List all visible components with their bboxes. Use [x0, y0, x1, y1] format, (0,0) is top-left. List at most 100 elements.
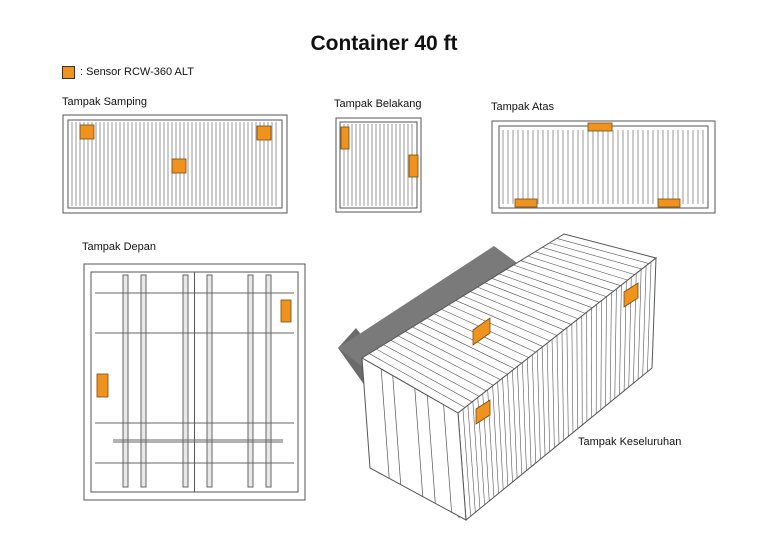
- side-rib: [546, 343, 550, 452]
- label-front-view: Tampak Depan: [82, 241, 156, 253]
- legend-text: : Sensor RCW-360 ALT: [80, 66, 194, 78]
- sensor-marker: [96, 373, 109, 398]
- side-rib: [571, 323, 574, 433]
- side-rib: [467, 405, 476, 513]
- lock-bar: [206, 274, 213, 488]
- sensor-marker: [256, 125, 272, 141]
- side-rib: [647, 261, 652, 372]
- top-view-diagram: [491, 120, 716, 214]
- sensor-marker: [171, 158, 187, 174]
- side-rib: [614, 288, 617, 399]
- lock-bar: [122, 274, 129, 488]
- rear-ribs: [343, 124, 413, 206]
- lock-bar: [247, 274, 254, 488]
- side-ribs: [71, 122, 277, 206]
- front-door-bars: [380, 368, 452, 513]
- sensor-marker: [79, 124, 95, 140]
- door-bar: [392, 375, 402, 485]
- roof-rib: [470, 291, 565, 331]
- lock-bar: [265, 274, 272, 488]
- roof-rib: [477, 286, 572, 325]
- roof-rib: [549, 242, 642, 270]
- roof-rib: [520, 260, 614, 292]
- sensor-marker: [587, 122, 613, 132]
- side-rib: [541, 347, 546, 456]
- label-overall-view: Tampak Keseluruhan: [578, 436, 682, 448]
- sensor-marker: [657, 198, 681, 208]
- side-rib: [531, 354, 537, 464]
- roof-rib: [498, 273, 593, 309]
- door-bar: [426, 395, 436, 504]
- label-rear-view: Tampak Belakang: [334, 98, 422, 110]
- label-top-view: Tampak Atas: [491, 101, 554, 113]
- side-rib: [561, 331, 564, 441]
- sensor-marker: [408, 154, 419, 178]
- side-rib: [609, 292, 612, 403]
- roof-rib: [405, 331, 501, 381]
- side-rib: [551, 339, 555, 448]
- roof-rib: [462, 295, 558, 336]
- side-rib: [492, 385, 499, 494]
- roof-rib: [419, 322, 515, 369]
- roof-rib: [506, 269, 600, 303]
- sensor-marker: [475, 399, 491, 425]
- side-inner-frame: [67, 119, 283, 209]
- sensor-marker: [514, 198, 538, 208]
- sensor-square-icon: [62, 65, 75, 79]
- side-rib: [600, 300, 602, 410]
- side-rib: [581, 316, 583, 426]
- side-rib: [517, 366, 523, 475]
- lock-bar: [182, 274, 189, 488]
- side-rib: [536, 350, 541, 460]
- front-view-diagram: [83, 263, 306, 501]
- side-rib: [642, 265, 647, 376]
- page-title: Container 40 ft: [310, 32, 458, 55]
- side-rib: [522, 362, 527, 471]
- side-rib: [566, 327, 569, 437]
- sensor-marker: [623, 282, 639, 308]
- side-rib: [512, 370, 518, 479]
- side-rib: [576, 319, 578, 429]
- side-rib: [637, 269, 642, 380]
- side-rib: [472, 401, 481, 509]
- container-shadow-top: [338, 246, 524, 368]
- overall-view-diagram: [338, 233, 658, 521]
- side-view-diagram: [62, 114, 288, 214]
- door-bar: [414, 388, 424, 497]
- roof-rib: [527, 255, 621, 286]
- roof-rib: [383, 344, 480, 397]
- container-front-doors: [361, 357, 467, 521]
- door-lock-bars: [95, 274, 294, 488]
- top-ribs: [502, 130, 704, 204]
- roof-rib: [390, 340, 487, 392]
- roof-rib: [376, 348, 473, 403]
- roof-rib: [397, 335, 494, 386]
- sensor-marker: [280, 299, 292, 323]
- side-rib: [619, 285, 622, 395]
- roof-rib: [535, 251, 628, 281]
- side-rib: [462, 409, 471, 517]
- roof-rib: [369, 353, 466, 408]
- roof-rib: [513, 264, 607, 298]
- roof-rib: [484, 282, 579, 320]
- side-rib: [527, 358, 532, 467]
- side-rib: [497, 381, 504, 490]
- side-rib: [502, 378, 509, 486]
- legend: : Sensor RCW-360 ALT: [62, 64, 194, 80]
- door-bar: [443, 404, 452, 513]
- side-rib: [605, 296, 607, 407]
- roof-rib: [455, 300, 551, 342]
- roof-rib: [448, 304, 543, 347]
- sensor-marker: [340, 126, 350, 150]
- roof-rib: [556, 238, 650, 264]
- side-rib: [507, 374, 513, 483]
- sensor-marker: [472, 317, 491, 346]
- rear-frame: [335, 117, 422, 213]
- roof-rib: [542, 246, 635, 275]
- lock-bar: [140, 274, 147, 488]
- label-side-view: Tampak Samping: [62, 96, 147, 108]
- roof-rib: [491, 278, 586, 314]
- rear-view-diagram: [335, 117, 422, 213]
- door-bar: [380, 368, 390, 479]
- roof-rib: [412, 326, 508, 375]
